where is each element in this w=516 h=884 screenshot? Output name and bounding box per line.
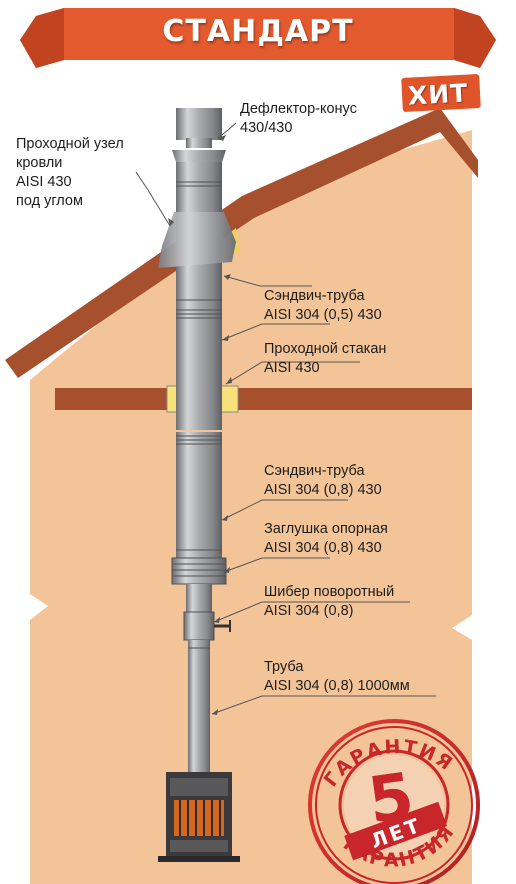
label-pipe-name: Труба: [264, 659, 304, 675]
label-pipe-spec: AISI 304 (0,8) 1000мм: [264, 678, 410, 694]
roof: [5, 108, 478, 378]
label-support-spec: AISI 304 (0,8) 430: [264, 540, 382, 556]
label-deflector: Дефлектор-конус 430/430: [240, 100, 357, 138]
label-sandwich-2-spec: AISI 304 (0,8) 430: [264, 482, 382, 498]
label-damper-name: Шибер поворотный: [264, 584, 395, 600]
roof-passage-cone: [158, 212, 236, 268]
banner-right-fold: [454, 8, 496, 68]
banner-title: СТАНДАРТ: [162, 14, 354, 49]
label-roof-unit-line1: Проходной узел: [16, 136, 124, 152]
pipe-rings: [176, 181, 222, 551]
deflector-cap: [176, 108, 222, 140]
label-sandwich-1: Сэндвич-труба AISI 304 (0,5) 430: [264, 287, 382, 325]
banner-center: [64, 8, 454, 60]
label-sandwich-2-name: Сэндвич-труба: [264, 463, 365, 479]
chimney-pipe-bottom: [188, 640, 210, 774]
label-roof-unit-line4: под углом: [16, 193, 83, 209]
hit-badge-text: ХИТ: [407, 78, 469, 111]
label-passage: Проходной стакан AISI 430: [264, 340, 386, 378]
label-pipe: Труба AISI 304 (0,8) 1000мм: [264, 658, 410, 696]
ceiling-slab-right: [238, 388, 472, 410]
banner-left-fold: [20, 8, 64, 68]
label-damper: Шибер поворотный AISI 304 (0,8): [264, 583, 394, 621]
label-deflector-name: Дефлектор-конус: [240, 101, 357, 117]
label-deflector-spec: 430/430: [240, 120, 293, 136]
rotary-damper: [183, 611, 215, 641]
label-passage-name: Проходной стакан: [264, 341, 387, 357]
hit-badge: [401, 74, 481, 112]
ceiling-slab-left: [55, 388, 167, 410]
label-roof-unit-line2: кровли: [16, 155, 63, 171]
label-support: Заглушка опорная AISI 304 (0,8) 430: [264, 520, 388, 558]
sandwich-pipe-1: [176, 304, 222, 430]
label-sandwich-1-spec: AISI 304 (0,5) 430: [264, 307, 382, 323]
label-sandwich-1-name: Сэндвич-труба: [264, 288, 365, 304]
label-passage-spec: AISI 430: [264, 360, 320, 376]
label-damper-spec: AISI 304 (0,8): [264, 603, 354, 619]
sandwich-pipe-2: [176, 432, 222, 558]
label-sandwich-2: Сэндвич-труба AISI 304 (0,8) 430: [264, 462, 382, 500]
leader-arrows: [168, 135, 232, 715]
label-support-name: Заглушка опорная: [264, 521, 388, 537]
support-plug: [171, 557, 227, 585]
deflector-body: [176, 162, 222, 176]
leader-lines: [135, 122, 436, 715]
label-roof-unit-line3: AISI 430: [16, 174, 72, 190]
label-roof-unit: Проходной узел кровли AISI 430 под углом: [16, 135, 124, 211]
